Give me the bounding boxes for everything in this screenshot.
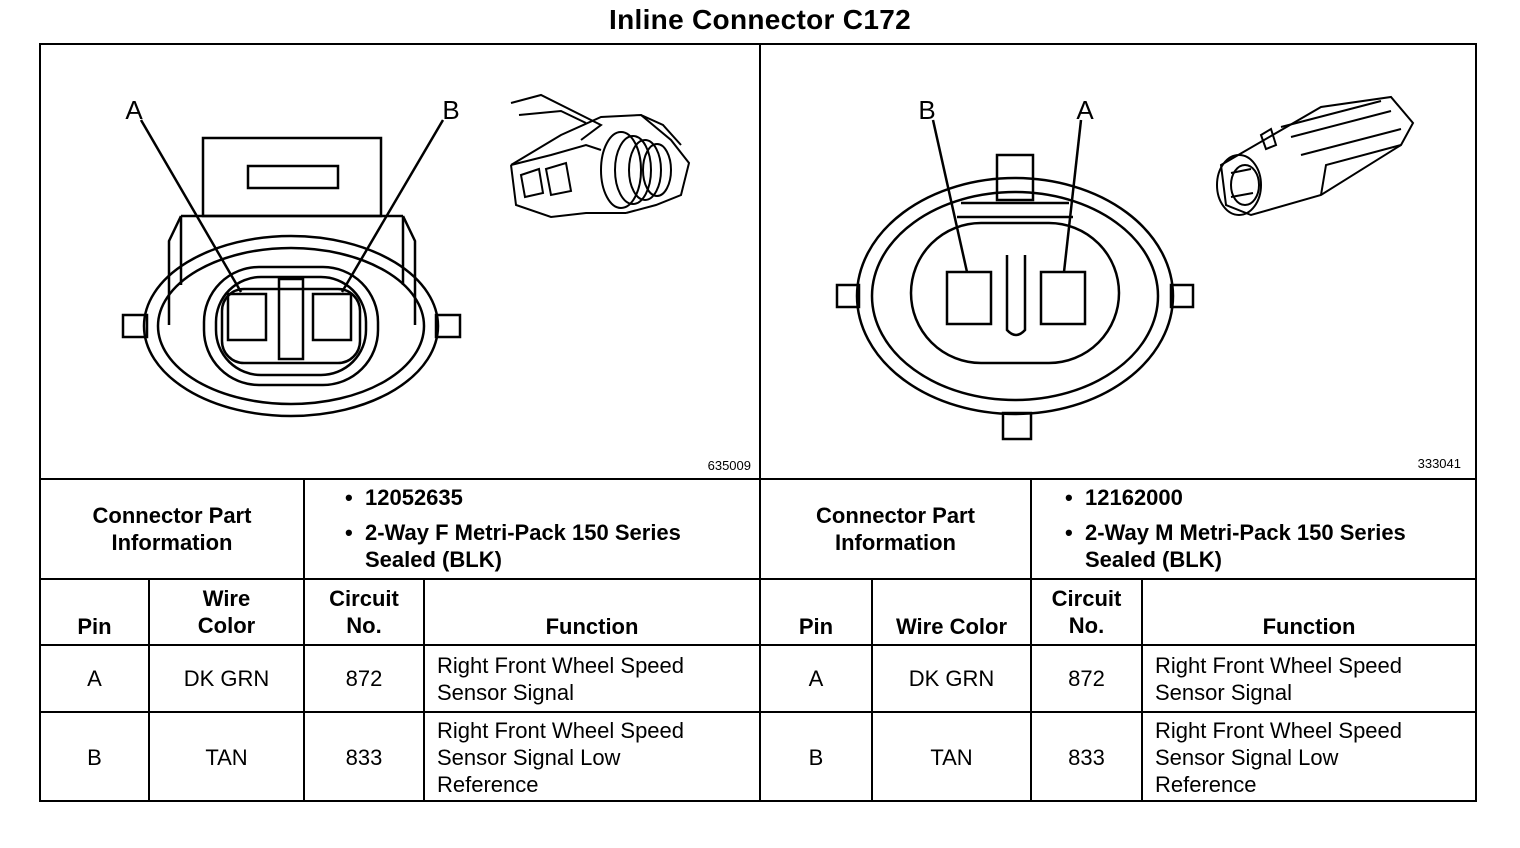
left-connector-face-diagram: A B 635009 bbox=[121, 93, 751, 473]
left-row-a-circuit: 872 bbox=[345, 665, 383, 691]
left-connector-3d-icon bbox=[510, 93, 691, 219]
header-bottom-rule bbox=[39, 644, 1477, 646]
right-row-a-function: Right Front Wheel Speed Sensor Signal bbox=[1155, 652, 1403, 705]
right-col-divider-1 bbox=[871, 578, 873, 802]
connector-table-frame bbox=[39, 43, 1477, 802]
left-figure-id: 635009 bbox=[708, 458, 751, 473]
left-header-wire-color: Wire Color bbox=[197, 586, 256, 638]
right-header-circuit: Circuit No. bbox=[1051, 586, 1122, 638]
left-row-a-wire-color: DK GRN bbox=[183, 665, 270, 691]
right-row-a-pin: A bbox=[808, 665, 824, 691]
left-part-info-label: Connector Part Information bbox=[92, 503, 252, 555]
right-figure-id: 333041 bbox=[1418, 456, 1461, 471]
left-part-description: 2-Way F Metri-Pack 150 Series Sealed (BL… bbox=[337, 519, 747, 573]
left-row-a-pin: A bbox=[87, 665, 102, 691]
right-row-a-wire-color: DK GRN bbox=[908, 665, 995, 691]
left-part-number: 12052635 bbox=[337, 484, 747, 511]
left-part-info-list: 12052635 2-Way F Metri-Pack 150 Series S… bbox=[337, 484, 747, 573]
right-connector-3d-icon bbox=[1216, 95, 1415, 217]
right-header-pin: Pin bbox=[798, 614, 834, 639]
right-header-function: Function bbox=[1262, 614, 1356, 639]
left-header-circuit: Circuit No. bbox=[329, 586, 399, 638]
left-pin-label-a: A bbox=[125, 95, 143, 125]
left-row-b-pin: B bbox=[87, 744, 102, 770]
left-header-function: Function bbox=[545, 614, 639, 639]
right-part-number: 12162000 bbox=[1057, 484, 1472, 511]
left-row-b-circuit: 833 bbox=[345, 744, 383, 770]
right-part-description: 2-Way M Metri-Pack 150 Series Sealed (BL… bbox=[1057, 519, 1472, 573]
right-partinfo-divider bbox=[1030, 478, 1032, 580]
partinfo-bottom-rule bbox=[39, 578, 1477, 580]
right-row-b-pin: B bbox=[808, 744, 824, 770]
right-part-info-label: Connector Part Information bbox=[816, 503, 975, 555]
left-header-pin: Pin bbox=[77, 614, 112, 639]
figure-bottom-rule bbox=[39, 478, 1477, 480]
left-col-divider-3 bbox=[423, 578, 425, 802]
right-col-divider-3 bbox=[1141, 578, 1143, 802]
right-col-divider-2 bbox=[1030, 578, 1032, 802]
right-row-b-wire-color: TAN bbox=[930, 744, 973, 770]
right-part-info-list: 12162000 2-Way M Metri-Pack 150 Series S… bbox=[1057, 484, 1472, 573]
left-row-b-function: Right Front Wheel Speed Sensor Signal Lo… bbox=[437, 718, 685, 797]
right-row-a-circuit: 872 bbox=[1068, 665, 1105, 691]
left-partinfo-divider bbox=[303, 478, 305, 580]
right-connector-face-diagram: B A 333041 bbox=[835, 95, 1461, 471]
right-header-wire-color: Wire Color bbox=[895, 614, 1008, 639]
page-title: Inline Connector C172 bbox=[609, 4, 911, 35]
right-row-b-circuit: 833 bbox=[1068, 744, 1105, 770]
center-divider bbox=[759, 43, 761, 802]
right-pin-label-b: B bbox=[918, 95, 935, 125]
left-col-divider-2 bbox=[303, 578, 305, 802]
left-row-a-function: Right Front Wheel Speed Sensor Signal bbox=[437, 652, 685, 705]
left-col-divider-1 bbox=[148, 578, 150, 802]
right-pin-label-a: A bbox=[1076, 95, 1094, 125]
right-row-b-function: Right Front Wheel Speed Sensor Signal Lo… bbox=[1155, 718, 1403, 797]
left-pin-label-b: B bbox=[442, 95, 459, 125]
left-row-b-wire-color: TAN bbox=[205, 744, 248, 770]
row-a-bottom-rule bbox=[39, 711, 1477, 713]
